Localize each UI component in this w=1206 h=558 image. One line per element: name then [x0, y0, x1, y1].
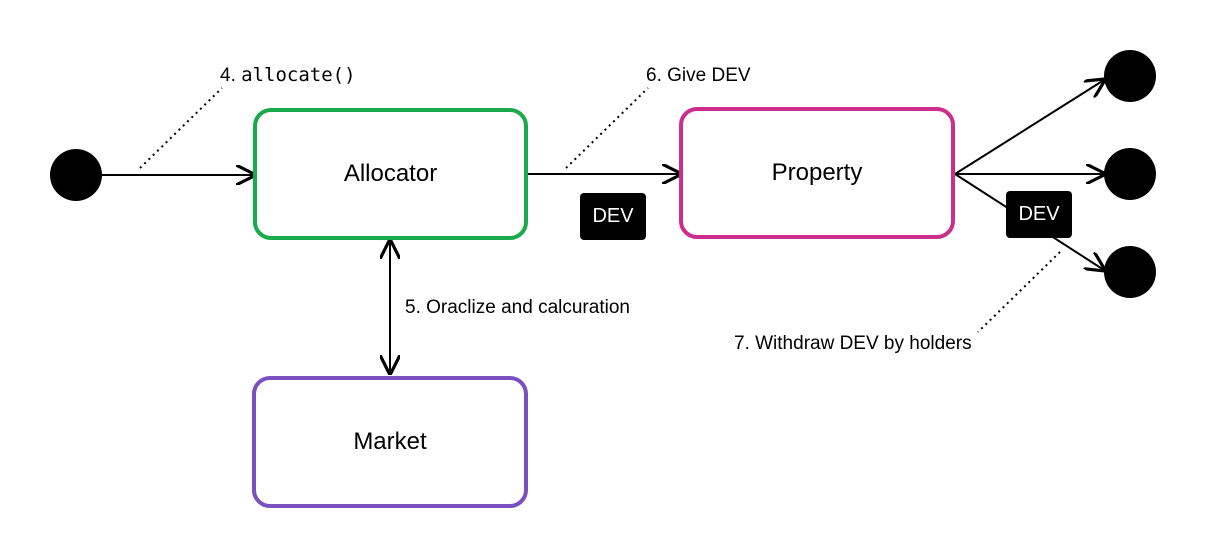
- leader-step-7: [977, 251, 1061, 333]
- property-label: Property: [771, 159, 863, 186]
- holder-node-3: [1104, 246, 1156, 298]
- market-label: Market: [353, 428, 427, 455]
- step-6-label: 6. Give DEV: [646, 65, 751, 86]
- dev-token-2: DEV: [1006, 191, 1072, 238]
- market-box: Market: [252, 376, 528, 508]
- leader-step-6: [565, 87, 649, 169]
- source-node: [50, 149, 102, 201]
- leader-step-4: [139, 87, 223, 169]
- step-7-label: 7. Withdraw DEV by holders: [734, 333, 972, 354]
- step-5-label: 5. Oraclize and calcuration: [405, 297, 630, 318]
- arrow-property-to-holder-1: [954, 80, 1104, 175]
- step-4-label: 4. allocate(): [220, 64, 356, 86]
- holder-node-1: [1104, 50, 1156, 102]
- holder-node-2: [1104, 148, 1156, 200]
- step-4-prefix: 4.: [220, 65, 236, 86]
- dev-token-1: DEV: [580, 193, 646, 240]
- allocator-box: Allocator: [253, 108, 528, 240]
- allocator-label: Allocator: [343, 160, 438, 187]
- property-box: Property: [679, 107, 955, 239]
- step-4-code: allocate(): [241, 64, 356, 86]
